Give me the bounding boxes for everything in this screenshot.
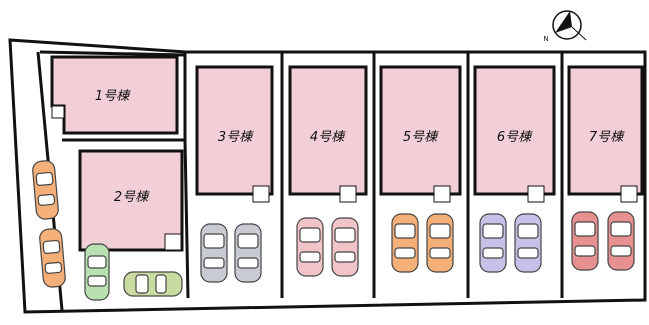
site-boundary [8, 38, 647, 314]
lot-lines [36, 50, 564, 311]
building-1-label: 1号棟 [95, 89, 131, 104]
building-5-label: 5号棟 [403, 130, 439, 145]
car-icon [479, 213, 507, 273]
compass-label: N [543, 35, 548, 43]
car-icon [514, 213, 542, 273]
car-icon [200, 223, 228, 283]
building-4: 4号棟 [288, 65, 368, 203]
building-1: 1号棟 [50, 55, 179, 135]
car-icon [331, 217, 359, 277]
car-icon [571, 211, 599, 271]
car-icon [123, 271, 183, 297]
building-7-label: 7号棟 [589, 130, 625, 145]
building-2: 2号棟 [78, 149, 184, 252]
car-icon [84, 243, 110, 301]
car-icon [32, 160, 59, 220]
building-6-label: 6号棟 [497, 130, 533, 145]
building-5: 5号棟 [379, 65, 462, 203]
car-icon [607, 211, 635, 271]
building-3-label: 3号棟 [218, 130, 254, 145]
car-icon [234, 223, 262, 283]
building-2-label: 2号棟 [114, 190, 150, 205]
car-icon [39, 228, 66, 288]
compass-arrow-icon [555, 11, 572, 33]
car-icon [391, 213, 419, 273]
car-icon [426, 213, 454, 273]
parking-cars [32, 160, 635, 301]
building-3: 3号棟 [195, 65, 274, 203]
north-compass: N [543, 10, 587, 43]
building-6: 6号棟 [473, 65, 556, 203]
building-7: 7号棟 [567, 65, 644, 203]
car-icon [296, 217, 324, 277]
building-4-label: 4号棟 [310, 130, 346, 145]
